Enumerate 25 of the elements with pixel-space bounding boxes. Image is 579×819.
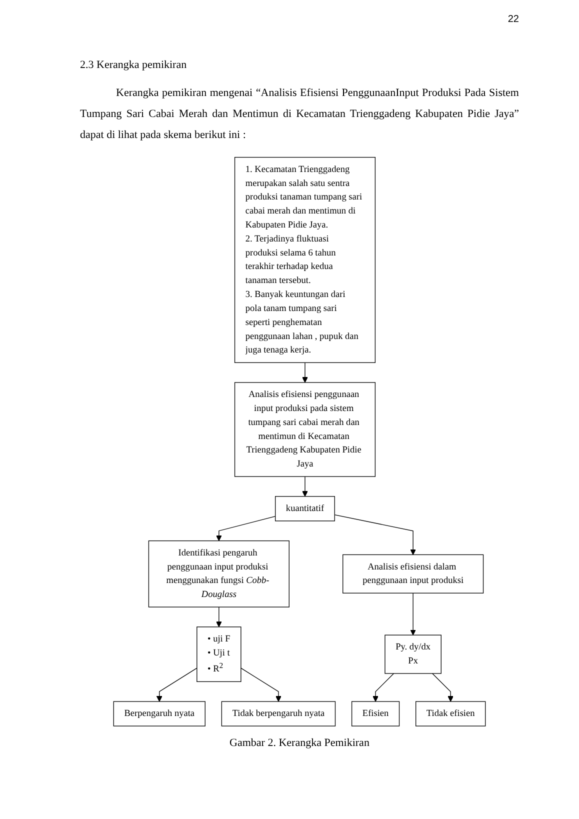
section-heading: 2.3 Kerangka pemikiran [80, 59, 188, 71]
node-box: Tidak efisien [416, 700, 486, 726]
arrow [410, 592, 416, 635]
node-box: Tidak berpengaruh nyata [221, 700, 336, 726]
node-box: Analisis efisiensi penggunaan input produksi pada sistem tumpang sari cabai merah dan mentimun di Kecamatan Trienggadeng Kabupaten Pidie Jaya [234, 382, 376, 477]
node-box: Berpengaruh nyata [113, 700, 206, 726]
arrow [432, 672, 454, 702]
node-box: • uji F • Uji t • R$^{2}$ [196, 626, 242, 682]
node-box: Identifikasi pengaruh penggunaan input produksi menggunakan fungsi Cobb- Douglass [148, 540, 290, 608]
node-box: Py. dy/dx Px [384, 634, 442, 674]
arrow [156, 667, 198, 702]
arrow [216, 516, 276, 541]
node-box: kuantitatif [275, 496, 335, 521]
page-number: 22 [506, 14, 519, 25]
node-box: 1. Kecamatan Trienggadeng merupakan salah satu sentra produksi tanaman tumpang sari cabai merah dan mentimun di Kabupaten Pidie Jaya. 2. Terjadinya fluktuasi produksi selama 6 tahun terakhir terhadap kedua tanaman tersebut. 3. Banyak keuntungan dari pola tanam tumpang sari seperti penghematan penggunaan lahan , pupuk dan juga tenaga kerja. [234, 156, 376, 363]
arrow [372, 672, 394, 702]
arrow [302, 476, 308, 496]
arrow [302, 362, 308, 382]
figure-caption: Gambar 2. Kerangka Pemikiran [228, 737, 370, 749]
arrow [240, 667, 282, 702]
node-box: Analisis efisiensi dalam penggunaan input produksi [342, 554, 484, 594]
arrow [334, 514, 416, 555]
paragraph: Kerangka pemikiran mengenai “Analisis Efisiensi PenggunaanInput Produksi Pada Sistem Tumpang Sari Cabai Merah dan Mentimun di Kecamatan Trienggadeng Kabupaten Pidie Jaya” dapat di lihat pada skema berikut ini : [80, 86, 519, 143]
arrow [216, 606, 222, 627]
node-box: Efisien [351, 700, 400, 726]
